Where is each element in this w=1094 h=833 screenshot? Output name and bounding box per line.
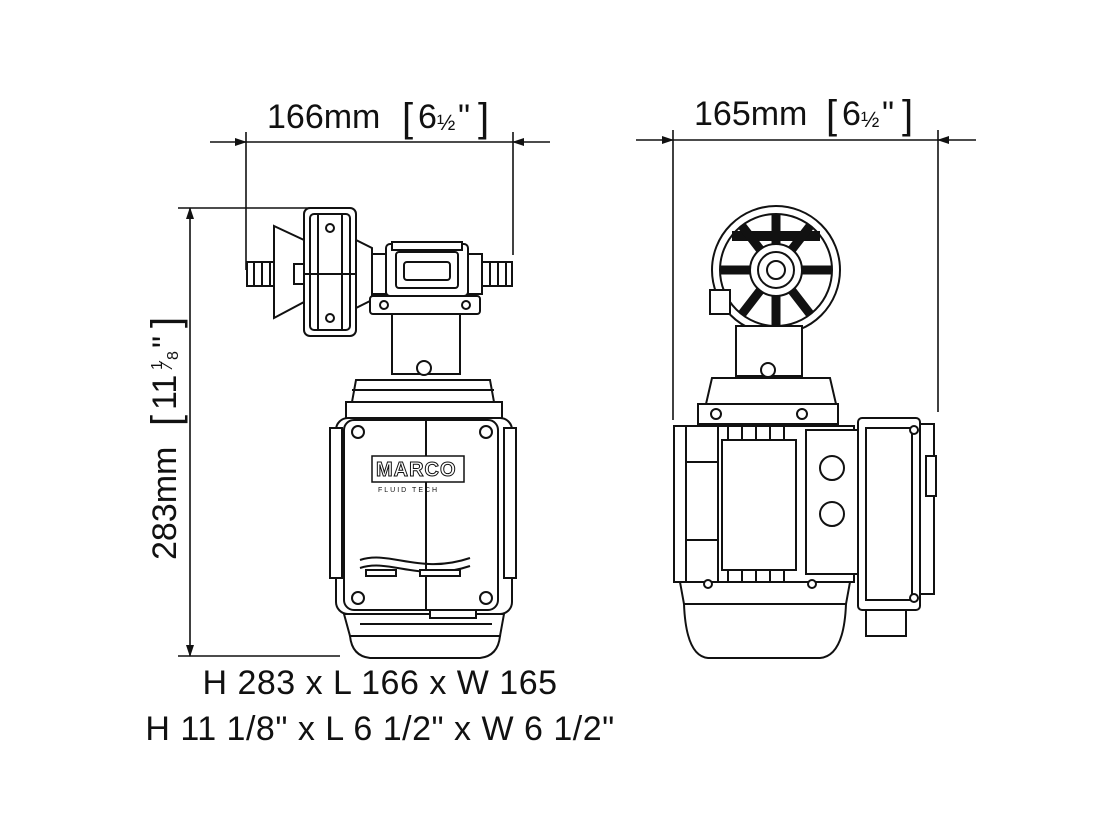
width-dimension [636, 130, 976, 420]
svg-text:]: ] [902, 93, 913, 137]
length-dimension-label: 166mm [ 6 ½ " ] [267, 96, 489, 140]
pump-side-view: MARCO FLUID TECH [246, 207, 517, 659]
height-imperial-frac-num: 1 [149, 361, 166, 370]
height-metric-text: 283mm [146, 447, 184, 560]
logo-brand-text: MARCO [376, 459, 457, 481]
width-imperial-whole: 6 [842, 95, 861, 133]
svg-text:[: [ [402, 96, 413, 140]
height-imperial-unit: " [146, 336, 184, 348]
height-imperial-frac-den: 8 [165, 351, 182, 360]
width-imperial-frac: ½ [861, 107, 879, 132]
pump-head [273, 207, 373, 337]
svg-text:[: [ [144, 415, 188, 426]
svg-text:⁄: ⁄ [156, 360, 176, 370]
width-imperial-unit: " [882, 95, 894, 133]
height-dimension-label: 283mm [ 11 1 ⁄ 8 " ] [144, 317, 188, 560]
width-dimension-label: 165mm [ 6 ½ " ] [694, 93, 913, 137]
svg-text:]: ] [144, 317, 188, 328]
svg-text:]: ] [478, 96, 489, 140]
length-imperial-unit: " [458, 98, 470, 136]
pump-cover [709, 205, 841, 335]
outlet-hose-barb [481, 261, 513, 287]
imperial-dimensions-line: H 11 1/8" x L 6 1/2" x W 6 1/2" [145, 710, 615, 748]
pump-coupling [371, 241, 483, 297]
logo-sub-text: FLUID TECH [378, 487, 439, 494]
length-dimension [210, 132, 550, 270]
width-metric-text: 165mm [694, 95, 807, 133]
pump-front-view [673, 205, 937, 659]
length-imperial-frac: ½ [437, 110, 455, 135]
height-dimension [178, 207, 340, 657]
marco-logo: MARCO FLUID TECH [371, 455, 465, 494]
metric-dimensions-line: H 283 x L 166 x W 165 [202, 664, 558, 702]
terminal-box [805, 417, 937, 637]
svg-text:[: [ [826, 93, 837, 137]
height-imperial-whole: 11 [146, 375, 184, 410]
length-imperial-whole: 6 [418, 98, 437, 136]
length-metric-text: 166mm [267, 98, 380, 136]
